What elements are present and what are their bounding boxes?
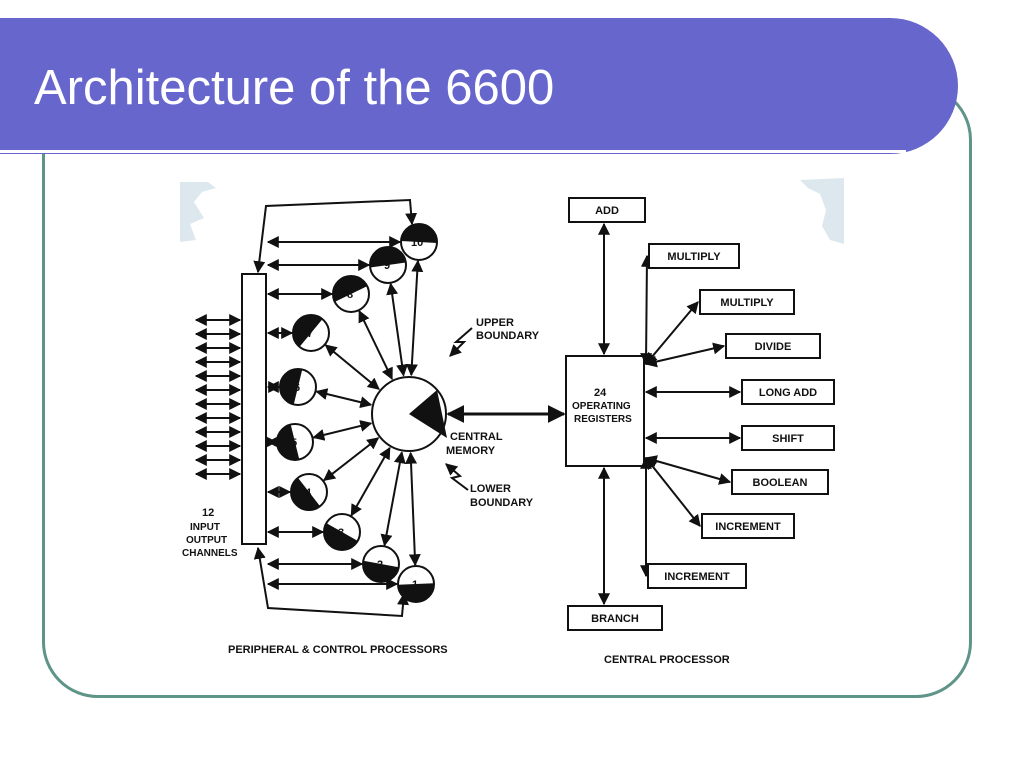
peripheral-processor-label: 7 bbox=[307, 328, 313, 340]
registers-label-2: OPERATING bbox=[572, 401, 631, 412]
functional-unit-label: INCREMENT bbox=[715, 521, 781, 533]
peripheral-processor-label: 1 bbox=[412, 579, 418, 591]
registers-label-3: REGISTERS bbox=[574, 414, 632, 425]
architecture-diagram: 12 INPUT OUTPUT CHANNELS CENTRAL MEMORY … bbox=[180, 178, 844, 668]
upper-boundary-label-1: UPPER bbox=[476, 317, 514, 329]
central-memory-label-1: CENTRAL bbox=[450, 431, 503, 443]
peripheral-processor-label: 9 bbox=[384, 260, 390, 272]
peripheral-processor-5: 5 bbox=[265, 420, 373, 461]
io-channels-label-4: CHANNELS bbox=[182, 548, 238, 559]
io-channels-label-2: INPUT bbox=[190, 522, 220, 533]
operating-registers-box bbox=[565, 355, 645, 467]
loop-line-top bbox=[253, 198, 418, 274]
peripheral-processor-label: 10 bbox=[411, 237, 423, 249]
slide-title: Architecture of the 6600 bbox=[34, 61, 555, 115]
peripheral-processor-9: 9 bbox=[266, 246, 408, 377]
functional-unit-long-add: LONG ADD bbox=[644, 379, 835, 405]
peripheral-processor-1: 1 bbox=[266, 451, 435, 603]
functional-unit-label: MULTIPLY bbox=[720, 297, 774, 309]
functional-unit-label: ADD bbox=[595, 205, 619, 217]
scan-artifact-left bbox=[180, 182, 216, 242]
functional-unit-label: BOOLEAN bbox=[753, 477, 808, 489]
io-channels-label-3: OUTPUT bbox=[186, 535, 227, 546]
peripheral-processor-2: 2 bbox=[266, 451, 406, 583]
loop-line-bottom bbox=[253, 546, 409, 618]
peripheral-caption: PERIPHERAL & CONTROL PROCESSORS bbox=[228, 644, 448, 656]
io-channel-bar bbox=[241, 273, 267, 545]
functional-unit-boolean: BOOLEAN bbox=[644, 455, 829, 495]
io-channel-arrows bbox=[194, 314, 242, 480]
io-channels-label-1: 12 bbox=[202, 507, 214, 519]
functional-unit-label: MULTIPLY bbox=[667, 251, 721, 263]
lower-boundary-label-1: LOWER bbox=[470, 483, 511, 495]
peripheral-processor-3: 3 bbox=[266, 446, 391, 551]
functional-unit-label: BRANCH bbox=[591, 613, 639, 625]
functional-unit-increment: INCREMENT bbox=[645, 457, 795, 539]
title-bar: Architecture of the 6600 bbox=[0, 18, 958, 154]
peripheral-processor-label: 6 bbox=[294, 382, 300, 394]
functional-unit-divide: DIVIDE bbox=[644, 333, 821, 368]
peripheral-processor-8: 8 bbox=[266, 275, 393, 380]
functional-unit-label: DIVIDE bbox=[755, 341, 792, 353]
peripheral-processor-label: 5 bbox=[291, 437, 297, 449]
functional-unit-add: ADD bbox=[568, 197, 646, 356]
upper-boundary-label-2: BOUNDARY bbox=[476, 330, 540, 342]
functional-unit-multiply: MULTIPLY bbox=[645, 289, 795, 365]
peripheral-processor-label: 8 bbox=[347, 289, 353, 301]
registers-label-1: 24 bbox=[594, 387, 607, 399]
functional-unit-label: INCREMENT bbox=[664, 571, 730, 583]
peripheral-processor-6: 6 bbox=[266, 368, 373, 409]
functional-unit-label: SHIFT bbox=[772, 433, 804, 445]
functional-unit-label: LONG ADD bbox=[759, 387, 817, 399]
central-memory bbox=[371, 376, 447, 452]
upper-boundary-pointer bbox=[449, 327, 473, 357]
peripheral-processor-4: 4 bbox=[266, 437, 380, 511]
lower-boundary-pointer bbox=[445, 463, 469, 491]
peripheral-processor-label: 2 bbox=[377, 559, 383, 571]
central-memory-label-2: MEMORY bbox=[446, 445, 496, 457]
peripheral-processor-label: 3 bbox=[338, 527, 344, 539]
functional-unit-branch: BRANCH bbox=[567, 466, 663, 631]
peripheral-processor-7: 7 bbox=[266, 314, 380, 390]
scan-artifact-right bbox=[800, 178, 844, 244]
peripheral-processor-10: 10 bbox=[266, 223, 438, 377]
peripheral-processor-label: 4 bbox=[305, 487, 312, 499]
functional-unit-shift: SHIFT bbox=[644, 425, 835, 451]
lower-boundary-label-2: BOUNDARY bbox=[470, 497, 534, 509]
functional-unit-increment: INCREMENT bbox=[640, 456, 747, 589]
title-underline bbox=[0, 150, 906, 153]
central-caption: CENTRAL PROCESSOR bbox=[604, 654, 730, 666]
